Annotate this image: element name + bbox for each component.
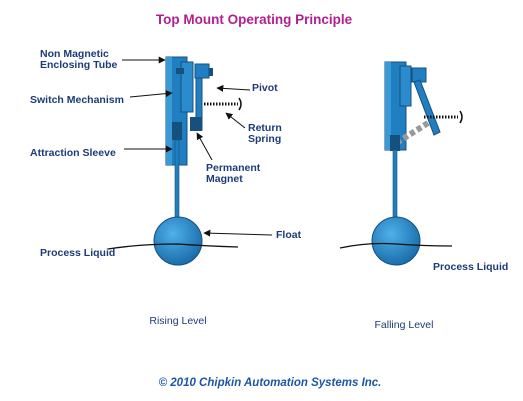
leader-lines xyxy=(122,56,273,237)
attraction-sleeve-left xyxy=(172,122,182,140)
falling-level-device xyxy=(339,61,463,266)
caption-rising-level: Rising Level xyxy=(149,315,206,327)
label-magnet-line2: Magnet xyxy=(206,173,243,185)
label-pivot: Pivot xyxy=(252,82,278,94)
label-magnet-line1: Permanent xyxy=(206,162,261,174)
magnet-leader xyxy=(196,132,213,161)
caption-falling-level: Falling Level xyxy=(375,319,434,331)
pivot-left xyxy=(194,63,210,79)
label-float: Float xyxy=(276,229,302,241)
label-spring-line2: Spring xyxy=(248,133,281,145)
rising-level-device xyxy=(107,56,242,266)
label-tube-line1: Non Magnetic xyxy=(40,48,109,60)
switch-leader xyxy=(129,90,173,98)
float-right xyxy=(371,216,421,266)
permanent-magnet-right xyxy=(396,120,430,145)
copyright-notice: © 2010 Chipkin Automation Systems Inc. xyxy=(159,377,382,389)
float-stem-left xyxy=(174,139,180,225)
label-process-liquid-left: Process Liquid xyxy=(40,247,115,259)
switch-mechanism-right xyxy=(399,65,412,107)
spring-leader xyxy=(225,112,246,129)
permanent-magnet-left xyxy=(190,117,202,131)
liquid-surface-left xyxy=(107,243,239,250)
float-leader xyxy=(203,229,273,237)
return-spring-left xyxy=(204,97,242,111)
diagram-title: Top Mount Operating Principle xyxy=(156,12,353,27)
label-process-liquid-right: Process Liquid xyxy=(433,261,508,273)
label-tube-line2: Enclosing Tube xyxy=(40,59,118,71)
liquid-surface-right xyxy=(339,242,453,249)
label-spring-line1: Return xyxy=(248,122,282,134)
label-attraction-sleeve: Attraction Sleeve xyxy=(30,147,116,159)
pivot-leader xyxy=(216,84,251,92)
float-stem-right xyxy=(392,149,398,225)
return-spring-right xyxy=(424,110,463,124)
switch-mechanism-left xyxy=(180,61,194,113)
float-left xyxy=(153,216,203,266)
attraction-sleeve-right xyxy=(390,135,400,151)
label-switch-mechanism: Switch Mechanism xyxy=(30,94,124,106)
